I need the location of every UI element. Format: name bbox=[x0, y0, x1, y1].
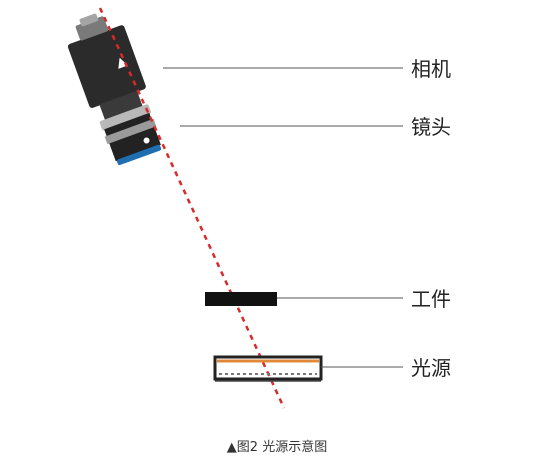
camera-top-cap bbox=[79, 13, 99, 27]
workpiece-label: 工件 bbox=[411, 287, 451, 311]
camera-assembly bbox=[67, 13, 162, 166]
workpiece-block bbox=[205, 292, 277, 306]
lens-mount bbox=[99, 90, 144, 122]
lens-label: 镜头 bbox=[411, 115, 451, 139]
lens-ring-upper bbox=[99, 104, 151, 131]
light-source-unit bbox=[213, 355, 323, 382]
camera-label: 相机 bbox=[411, 57, 451, 81]
lens-ring-lower bbox=[104, 118, 157, 145]
light-source-label: 光源 bbox=[411, 356, 451, 380]
lens-tip bbox=[116, 144, 162, 166]
camera-body bbox=[67, 25, 146, 108]
camera-top-connector bbox=[75, 16, 109, 41]
lens-mark-dot bbox=[143, 137, 150, 144]
caption-text: 图2 光源示意图 bbox=[236, 440, 328, 455]
caption-marker: ▲ bbox=[226, 440, 237, 455]
optical-axis-line bbox=[98, 7, 286, 409]
figure-caption: ▲图2 光源示意图 bbox=[0, 436, 554, 455]
light-source-frame bbox=[213, 355, 323, 381]
